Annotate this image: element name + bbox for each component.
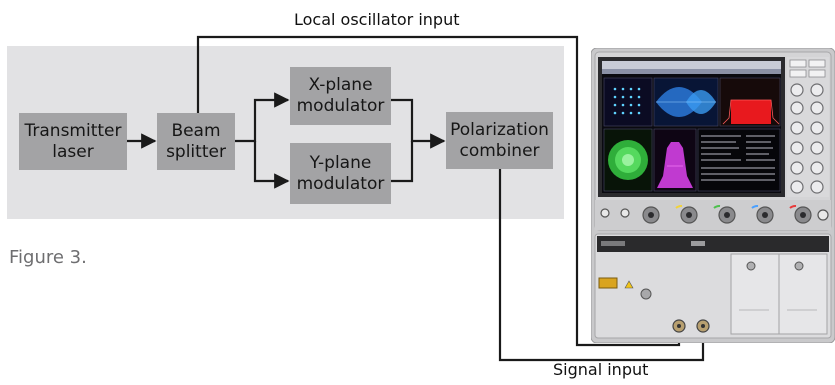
local-oscillator-input-label: Local oscillator input (294, 10, 460, 29)
x-plane-modulator-block: X-plane modulator (290, 67, 391, 125)
transmitter-laser-block: Transmitter laser (19, 113, 127, 170)
arrow-splitter-to-y-modulator (253, 141, 290, 189)
arrow-y-modulator-to-combiner (391, 141, 414, 183)
oscilloscope-instrument (591, 48, 835, 343)
figure-caption: Figure 3. (9, 247, 87, 268)
signal-input-label: Signal input (553, 360, 649, 379)
y-plane-modulator-block: Y-plane modulator (290, 143, 391, 204)
arrow-x-modulator-to-combiner (391, 98, 446, 149)
beam-splitter-block: Beam splitter (157, 113, 235, 170)
polarization-combiner-block: Polarization combiner (446, 112, 553, 169)
arrow-splitter-to-x-modulator (235, 92, 290, 143)
signal-cable (498, 169, 705, 362)
